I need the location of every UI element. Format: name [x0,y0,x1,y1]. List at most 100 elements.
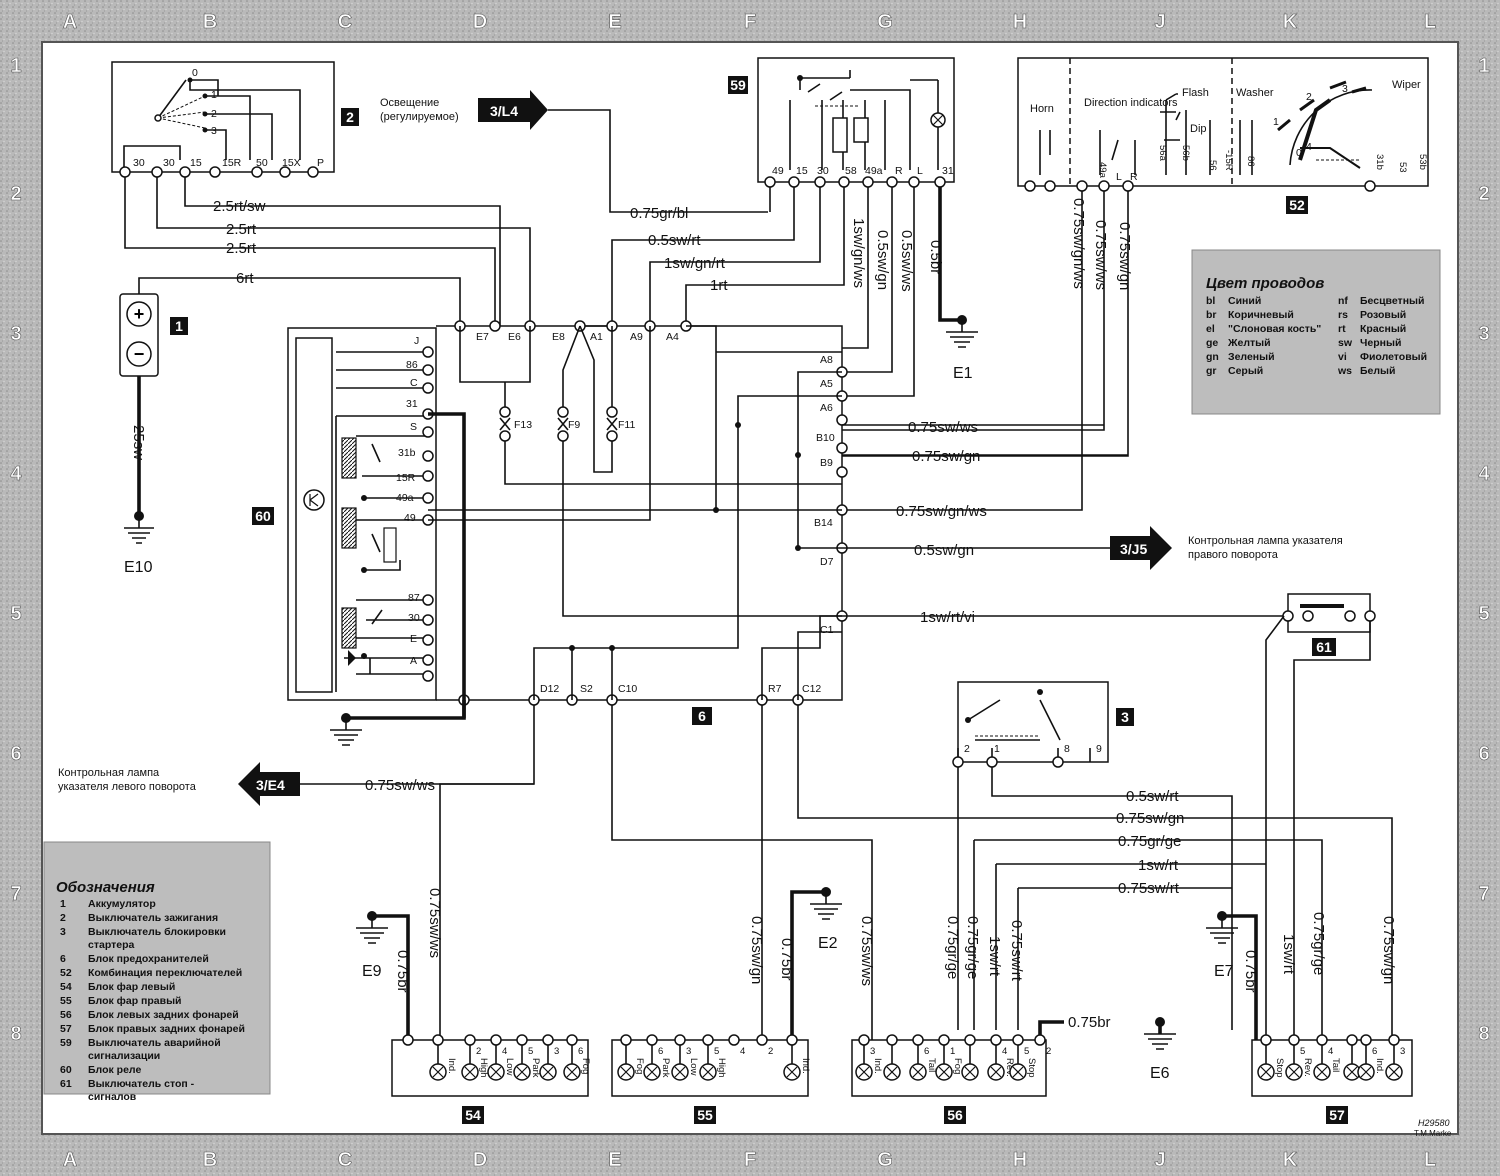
wire-label: 0.75sw/gn [912,448,980,465]
pin-label: 30 [163,157,175,169]
legend-text: Выключатель стоп - [88,1078,195,1090]
ground-label: E10 [124,559,153,576]
pin-label: L [917,165,923,177]
pin-label: 56a [1157,145,1168,162]
wire-label: 0.75sw/ws [426,888,443,958]
pin-label: 31 [942,165,954,177]
grid-row-label: 8 [1478,1023,1489,1045]
legend-number: 6 [60,953,66,965]
svg-text:3/E4: 3/E4 [256,777,285,793]
grid-row-label: 6 [10,743,21,765]
connector-pin [728,1034,740,1046]
connector-pin [702,1034,714,1046]
wire-label: 0.75sw/ws [908,419,978,436]
grid-row-label: 7 [10,883,21,905]
pin-label: 4 [740,1046,745,1057]
pin-label: R [895,165,903,177]
pin-label: 3 [554,1046,559,1057]
legend-text: Блок фар левый [88,981,175,993]
component-number: 1 [175,318,183,334]
legend-number: 2 [60,912,66,924]
legend-text: Блок правых задних фонарей [88,1023,245,1035]
component-number: 3 [1121,709,1129,725]
pin-label: 6 [924,1046,929,1057]
pin-label: C [410,377,418,389]
component-number: 57 [1329,1107,1345,1123]
pin-label: 9 [1096,743,1102,755]
bulb-cross [786,1066,798,1078]
svg-text:3/J5: 3/J5 [1120,541,1147,557]
wire-color-name: Черный [1360,337,1401,349]
lamp-function-label: Park [660,1058,671,1078]
grid-row-label: 3 [1478,323,1489,345]
pin-label: 15R [222,157,242,169]
legend-title: Обозначения [56,879,155,896]
connector-pin [912,1034,924,1046]
legend-number: 1 [60,898,66,910]
fuse-label: F13 [514,419,532,431]
pin-label: 50 [256,157,268,169]
wire-color-code: gn [1206,351,1219,363]
wire-color-code: gr [1206,365,1217,377]
grid-column-label: H [1013,1149,1027,1171]
wire-label: 0.75sw/gn/ws [896,503,987,520]
grid-column-label: G [877,11,893,33]
wire-color-name: Фиолетовый [1360,351,1427,363]
grid-column-label: K [1283,11,1298,33]
grid-row-label: 4 [10,463,22,485]
bulb-cross [646,1066,658,1078]
legend-text: Комбинация переключателей [88,967,242,979]
grid-row-label: 1 [10,55,21,77]
wire-label: 0.75br [1068,1014,1111,1031]
fuse-f9 [557,406,569,442]
pin-label: 30 [408,612,420,624]
pin-label: 49a [1097,162,1108,179]
lamp-function-label: Stop [1274,1058,1285,1078]
connector-pin [566,1034,578,1046]
pin-label: 4 [1306,141,1312,153]
pin-label: 1 [1273,116,1279,128]
note-text: Контрольная лампа указателя [1188,535,1343,547]
grid-row-label: 6 [1478,743,1489,765]
wire-color-code: vi [1338,351,1347,363]
lamp-function-label: Low [688,1058,699,1076]
hazard-switch: 59 49 15 30 58 49a R L 31 [728,57,955,188]
grid-row-label: 8 [10,1023,21,1045]
pin-label: 53b [1417,154,1428,170]
relay-block: 60 J 86 C 31 S 31b 15R 49a 49 87 30 E A [252,327,437,701]
pin-label: 15R [396,472,416,484]
pin-label: 2 [964,743,970,755]
pin-label: P [317,157,324,169]
grid-row-label: 5 [10,603,21,625]
ref-arrow-j5: 3/J5 [1110,526,1172,570]
ground-label: E6 [1150,1065,1170,1082]
lamp-function-label: Rev. [1302,1058,1313,1077]
pin-label: 3 [686,1046,691,1057]
connector-pin [938,1034,950,1046]
wire-color-code: br [1206,309,1217,321]
pin-label: 1 [994,743,1000,755]
wire-label: 0.75sw/rt [1008,920,1025,982]
wire-color-code: el [1206,323,1215,335]
bulb-cross [938,1066,950,1078]
connector-pin [1288,1034,1300,1046]
connector-pin [756,1034,768,1046]
wire-label: 25sw [130,425,147,460]
pin-label: R [1130,171,1138,183]
legend-text: сигналов [88,1091,137,1103]
grid-row-label: 3 [10,323,21,345]
grid-column-label: E [608,11,621,33]
legend-text: Выключатель аварийной [88,1037,221,1049]
bulb-cross [1346,1066,1358,1078]
pin-label: 2 [1306,91,1312,103]
pin-label: 31 [406,398,418,410]
pin-label: 4 [502,1046,507,1057]
ref-arrow-e4: 3/E4 [238,762,300,806]
connector-pin [964,1034,976,1046]
wire-label: 0.75gr/ge [1118,833,1181,850]
pin-label: A9 [630,331,643,343]
pin-label: 6 [658,1046,663,1057]
pin-label: 6 [578,1046,583,1057]
wire-label: 1sw/rt [1280,934,1297,975]
